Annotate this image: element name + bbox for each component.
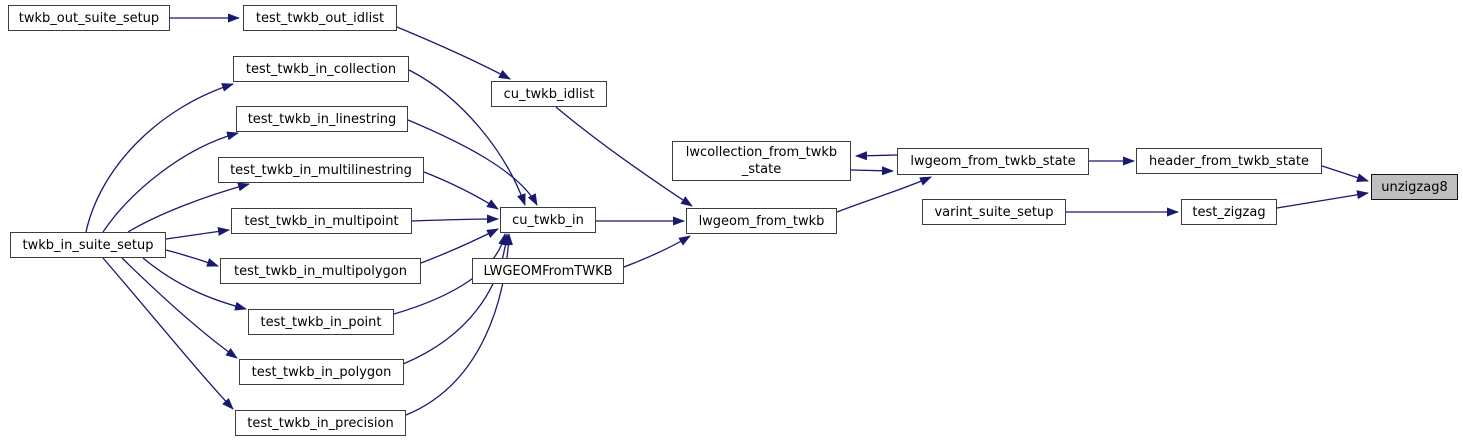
edge-test_twkb_in_linestring-cu_twkb_in — [407, 119, 538, 206]
node-label: twkb_in_suite_setup — [22, 237, 154, 253]
node-label: test_zigzag — [1192, 204, 1266, 220]
node-test_twkb_in_linestring[interactable]: test_twkb_in_linestring — [236, 106, 408, 132]
node-LWGEOMFromTWKB[interactable]: LWGEOMFromTWKB — [472, 258, 624, 284]
edge-lwgeom_from_twkb_state-lwcollection_from_twkb_state — [855, 151, 898, 161]
node-label: twkb_out_suite_setup — [18, 10, 160, 26]
node-test_zigzag[interactable]: test_zigzag — [1181, 199, 1277, 225]
edge-lwcollection_from_twkb_state-lwgeom_from_twkb_state — [850, 166, 894, 176]
edge-twkb_in_suite_setup-test_twkb_in_precision — [102, 257, 234, 410]
node-test_twkb_in_multilinestring[interactable]: test_twkb_in_multilinestring — [218, 157, 424, 183]
node-test_twkb_in_collection[interactable]: test_twkb_in_collection — [233, 56, 409, 82]
node-header_from_twkb_state[interactable]: header_from_twkb_state — [1136, 148, 1322, 174]
edge-test_twkb_in_multilinestring-cu_twkb_in — [423, 171, 499, 210]
edge-twkb_in_suite_setup-test_twkb_in_multipolygon — [165, 249, 219, 267]
node-label: test_twkb_in_multipolygon — [233, 263, 407, 279]
edge-test_zigzag-unzigzag8 — [1276, 190, 1369, 209]
node-label: test_twkb_in_precision — [247, 415, 394, 431]
node-label-line2: _state — [741, 162, 782, 177]
edge-test_twkb_in_collection-cu_twkb_in — [408, 69, 526, 206]
edge-test_twkb_in_multipolygon-cu_twkb_in — [420, 228, 499, 264]
node-cu_twkb_idlist[interactable]: cu_twkb_idlist — [491, 81, 607, 107]
node-label: test_twkb_in_polygon — [251, 364, 392, 380]
node-lwcollection_from_twkb_state[interactable]: lwcollection_from_twkb _state — [672, 141, 851, 181]
edge-test_twkb_out_idlist-cu_twkb_idlist — [396, 26, 511, 80]
node-label: test_twkb_in_multipoint — [244, 213, 399, 229]
node-label: test_twkb_in_multilinestring — [230, 162, 412, 178]
node-label: test_twkb_in_linestring — [247, 111, 397, 127]
node-lwgeom_from_twkb_state[interactable]: lwgeom_from_twkb_state — [897, 148, 1089, 175]
edge-lwgeom_from_twkb-lwgeom_from_twkb_state — [836, 176, 932, 213]
edge-test_twkb_in_polygon-cu_twkb_in — [402, 233, 511, 365]
node-label: unzigzag8 — [1381, 179, 1448, 195]
node-cu_twkb_in[interactable]: cu_twkb_in — [500, 207, 596, 233]
node-label: test_twkb_in_point — [260, 314, 382, 330]
node-label: test_twkb_out_idlist — [255, 10, 385, 26]
edge-twkb_in_suite_setup-test_twkb_in_point — [142, 257, 247, 311]
edge-LWGEOMFromTWKB-lwgeom_from_twkb — [623, 235, 691, 268]
node-twkb_out_suite_setup[interactable]: twkb_out_suite_setup — [8, 5, 170, 31]
node-twkb_in_suite_setup[interactable]: twkb_in_suite_setup — [10, 232, 166, 258]
node-label: header_from_twkb_state — [1149, 153, 1309, 169]
edge-twkb_in_suite_setup-test_twkb_in_multilinestring — [127, 182, 250, 233]
node-test_twkb_out_idlist[interactable]: test_twkb_out_idlist — [243, 5, 397, 31]
node-label: lwgeom_from_twkb — [698, 213, 825, 229]
node-test_twkb_in_multipoint[interactable]: test_twkb_in_multipoint — [231, 208, 412, 234]
node-label: lwgeom_from_twkb_state — [910, 154, 1076, 169]
node-test_twkb_in_multipolygon[interactable]: test_twkb_in_multipolygon — [220, 258, 421, 284]
node-lwgeom_from_twkb[interactable]: lwgeom_from_twkb — [686, 208, 837, 234]
edge-twkb_in_suite_setup-test_twkb_in_collection — [85, 83, 234, 233]
node-test_twkb_in_precision[interactable]: test_twkb_in_precision — [235, 410, 406, 436]
edge-test_twkb_in_point-cu_twkb_in — [393, 233, 508, 315]
node-unzigzag8: unzigzag8 — [1371, 174, 1458, 200]
edge-twkb_in_suite_setup-test_twkb_in_linestring — [102, 131, 239, 233]
node-test_twkb_in_polygon[interactable]: test_twkb_in_polygon — [239, 359, 404, 385]
node-label: cu_twkb_idlist — [503, 86, 595, 102]
node-label: LWGEOMFromTWKB — [483, 263, 613, 279]
node-label: lwcollection_from_twkb — [685, 145, 838, 160]
edge-cu_twkb_idlist-lwgeom_from_twkb — [555, 106, 693, 207]
node-label: varint_suite_setup — [934, 204, 1054, 220]
node-label: test_twkb_in_collection — [245, 61, 397, 77]
edge-twkb_in_suite_setup-test_twkb_in_polygon — [121, 257, 238, 359]
edge-twkb_in_suite_setup-test_twkb_in_multipoint — [165, 226, 230, 240]
node-label: cu_twkb_in — [512, 212, 584, 228]
node-varint_suite_setup[interactable]: varint_suite_setup — [922, 199, 1066, 225]
edge-test_twkb_in_multipoint-cu_twkb_in — [411, 214, 499, 224]
edge-header_from_twkb_state-unzigzag8 — [1321, 165, 1369, 183]
node-test_twkb_in_point[interactable]: test_twkb_in_point — [248, 309, 394, 335]
